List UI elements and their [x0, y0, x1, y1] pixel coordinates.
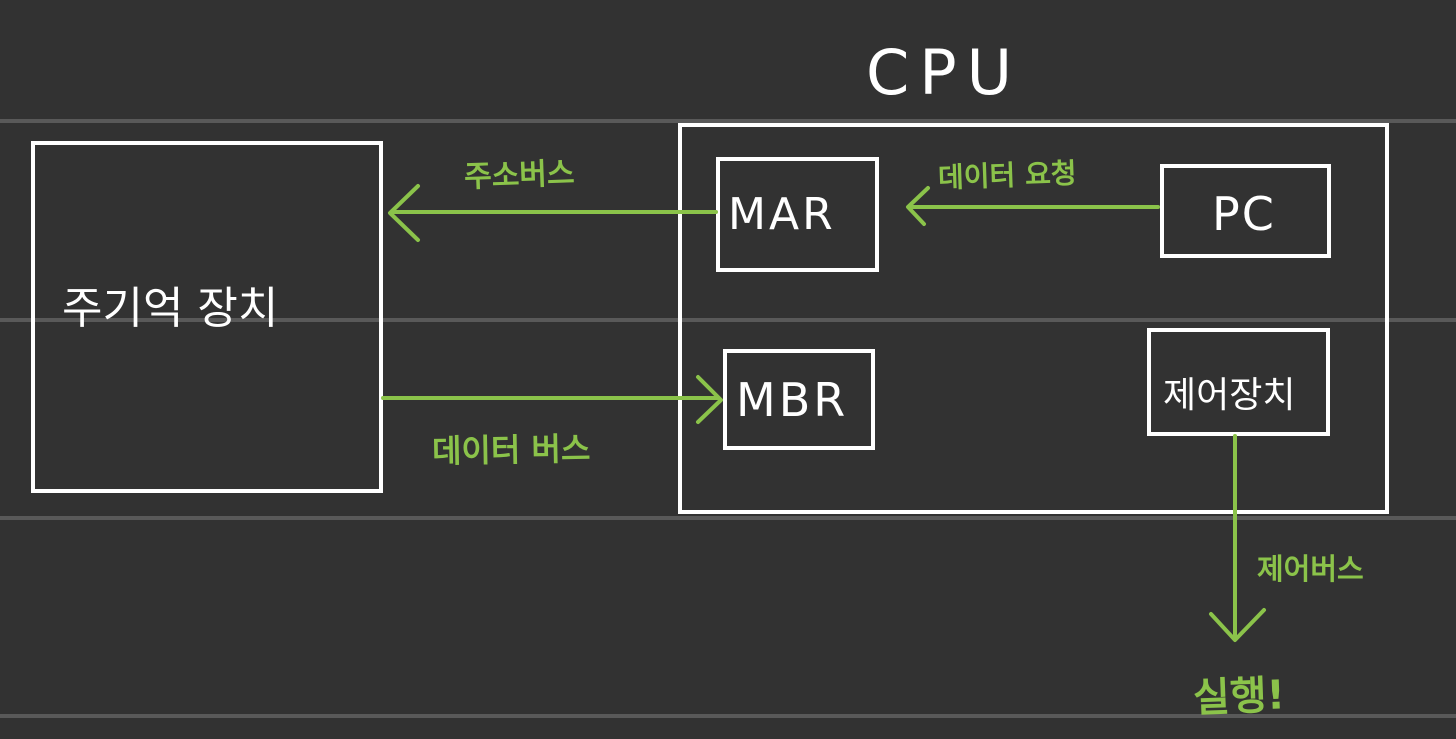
control-unit-label: 제어장치	[1163, 375, 1296, 416]
rule-line	[0, 119, 1456, 123]
data-request-arrow	[906, 186, 1160, 226]
rule-line	[0, 318, 1456, 322]
mar-register-label: MAR	[728, 189, 836, 240]
pc-register-label: PC	[1212, 187, 1276, 241]
mbr-register-label: MBR	[736, 373, 849, 427]
control-bus-arrow	[1209, 434, 1266, 642]
mar-register-box	[716, 157, 879, 272]
mbr-register-box	[723, 349, 875, 450]
rule-line	[0, 714, 1456, 718]
main-memory-label: 주기억 장치	[62, 283, 279, 334]
data-request-label: 데이터 요청	[937, 156, 1078, 195]
cpu-box	[678, 123, 1389, 514]
data-bus-label: 데이터 버스	[431, 429, 591, 471]
data-bus-arrow	[381, 375, 723, 424]
rule-line	[0, 516, 1456, 520]
address-bus-label: 주소버스	[463, 156, 576, 195]
pc-register-box	[1160, 164, 1331, 258]
control-bus-label: 제어버스	[1257, 552, 1364, 586]
main-memory-box	[31, 141, 383, 493]
execute-label: 실행!	[1192, 672, 1286, 722]
control-unit-box	[1147, 328, 1330, 436]
address-bus-arrow	[388, 184, 718, 242]
cpu-title: CPU	[866, 36, 1023, 109]
